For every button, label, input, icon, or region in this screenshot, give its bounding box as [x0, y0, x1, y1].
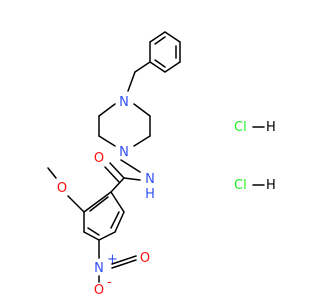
- n-c-bond: [123, 177, 141, 181]
- hcl-salt-1: Cl H: [234, 120, 276, 135]
- n-n-bond: [120, 159, 141, 173]
- ch2-n-bond: [127, 71, 136, 92]
- nitro-o-bond-1: [111, 255, 137, 265]
- nitro-minus-charge: -: [107, 275, 112, 290]
- molecule-canvas: N N N H O O N + O O - Cl H Cl: [47, 31, 276, 298]
- nitro-plus-charge: +: [107, 252, 118, 267]
- methyl-bond: [47, 167, 57, 179]
- nitro-n: N: [94, 261, 104, 276]
- amide-h: H: [145, 187, 155, 202]
- salt-2-cl: Cl: [234, 178, 247, 193]
- nitro-o-top: O: [140, 251, 150, 266]
- nitro-o-bond-2: [111, 259, 137, 269]
- piperazine-ring: [98, 103, 151, 147]
- nitro-o-bottom: O: [94, 283, 104, 298]
- salt-2-h: H: [266, 178, 276, 193]
- salt-1-h: H: [266, 120, 276, 135]
- benzene-ring: [83, 191, 125, 241]
- benzyl-bond: [134, 61, 151, 73]
- c-o-bond-2: [104, 166, 120, 183]
- piperazine-n-top: N: [119, 95, 129, 110]
- carbonyl-ring-bond: [110, 177, 125, 193]
- salt-1-cl: Cl: [234, 120, 247, 135]
- carbonyl-o: O: [94, 151, 104, 166]
- hcl-salt-2: Cl H: [234, 178, 276, 193]
- structure-diagram: N N N H O O N + O O - Cl H Cl: [47, 31, 276, 298]
- methoxy-o: O: [57, 181, 67, 196]
- c-o-bond-1: [109, 162, 125, 179]
- amide-n: N: [145, 172, 155, 187]
- methoxy-bond: [67, 195, 85, 213]
- piperazine-n-bottom: N: [119, 145, 129, 160]
- phenyl-ring: [149, 31, 181, 73]
